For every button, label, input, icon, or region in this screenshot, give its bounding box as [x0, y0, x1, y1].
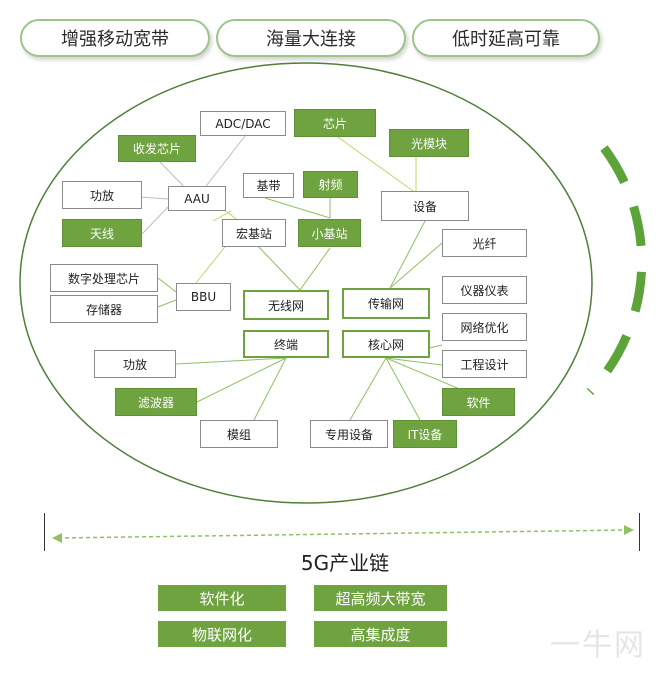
- feature-high-integration: 高集成度: [314, 621, 447, 647]
- node-core-net: 核心网: [342, 330, 430, 358]
- pill-enhanced-mobile-broadband: 增强移动宽带: [20, 19, 210, 57]
- chain-title: 5G产业链: [300, 551, 390, 575]
- node-macro-station: 宏基站: [222, 219, 286, 247]
- pill-massive-connectivity: 海量大连接: [216, 19, 406, 57]
- node-bbu: BBU: [176, 283, 231, 311]
- node-chip: 芯片: [294, 109, 376, 137]
- node-transport-net: 传输网: [342, 288, 430, 319]
- chain-left-bar: [44, 513, 45, 551]
- node-instruments: 仪器仪表: [442, 276, 527, 304]
- node-engineering-design: 工程设计: [442, 350, 527, 378]
- feature-software: 软件化: [158, 585, 286, 611]
- node-adc-dac: ADC/DAC: [200, 111, 286, 136]
- feature-high-freq-bandwidth: 超高频大带宽: [314, 585, 447, 611]
- feature-iot: 物联网化: [158, 621, 286, 647]
- node-wireless-net: 无线网: [243, 290, 329, 320]
- node-power-amp-top: 功放: [62, 181, 142, 209]
- node-radio-freq: 射频: [303, 171, 358, 198]
- node-it-equipment: IT设备: [393, 420, 457, 448]
- chain-ellipse: [19, 62, 593, 504]
- node-small-station: 小基站: [298, 219, 361, 247]
- node-dsp-chip: 数字处理芯片: [50, 264, 158, 292]
- node-optical-fiber: 光纤: [442, 229, 527, 257]
- chain-arrow-line: [57, 529, 629, 539]
- node-storage: 存储器: [50, 295, 158, 323]
- node-software: 软件: [442, 388, 515, 416]
- node-power-amp-bottom: 功放: [94, 350, 176, 378]
- chain-right-bar: [639, 513, 640, 551]
- watermark-logo: 一牛网: [550, 628, 646, 663]
- node-dedicated-equipment: 专用设备: [310, 420, 388, 448]
- node-terminal: 终端: [243, 330, 329, 358]
- node-transceiver-chip: 收发芯片: [118, 135, 196, 162]
- pill-low-latency: 低时延高可靠: [412, 19, 600, 57]
- node-network-opt: 网络优化: [442, 313, 527, 341]
- dashed-arc: [586, 145, 647, 396]
- chain-arrow-left-head: [52, 533, 62, 543]
- node-baseband: 基带: [243, 173, 294, 198]
- node-equipment: 设备: [381, 191, 469, 221]
- node-filter: 滤波器: [115, 388, 197, 416]
- chain-arrow-right-head: [624, 525, 634, 535]
- node-antenna: 天线: [62, 219, 142, 247]
- node-module: 模组: [200, 420, 278, 448]
- node-aau: AAU: [168, 186, 226, 211]
- node-optical-module: 光模块: [389, 129, 469, 157]
